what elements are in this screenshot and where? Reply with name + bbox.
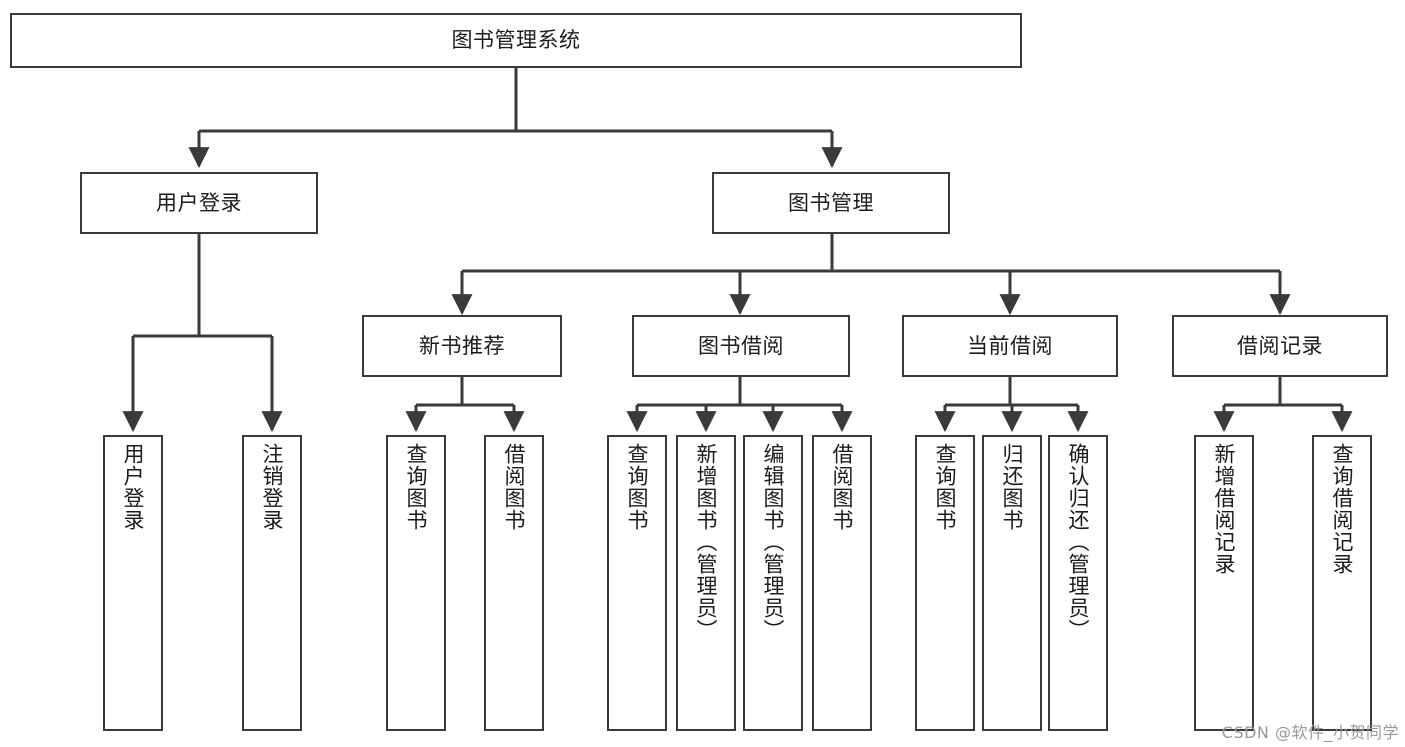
node-label: 查询图书: [933, 443, 958, 531]
leaf-add-book-admin[interactable]: 新增图书（管理员）: [676, 435, 736, 731]
node-label: 归还图书: [1000, 443, 1025, 531]
leaf-return-book[interactable]: 归还图书: [982, 435, 1042, 731]
node-label: 新书推荐: [419, 333, 505, 358]
node-label: 用户登录: [156, 190, 242, 215]
leaf-logout[interactable]: 注销登录: [242, 435, 302, 731]
node-label: 图书管理系统: [451, 28, 581, 53]
node-label: 图书管理: [788, 190, 874, 215]
node-label: 新增借阅记录: [1212, 443, 1237, 575]
node-label: 注销登录: [260, 443, 285, 531]
node-borrow-record[interactable]: 借阅记录: [1172, 315, 1388, 377]
node-label: 新增图书（管理员）: [694, 443, 719, 641]
node-label: 图书借阅: [698, 333, 784, 358]
node-label: 借阅图书: [502, 443, 527, 531]
node-label: 借阅图书: [830, 443, 855, 531]
leaf-add-borrow-record[interactable]: 新增借阅记录: [1194, 435, 1254, 731]
node-label: 编辑图书（管理员）: [761, 443, 786, 641]
leaf-user-login[interactable]: 用户登录: [103, 435, 163, 731]
node-label: 用户登录: [121, 443, 146, 531]
node-book-borrow[interactable]: 图书借阅: [632, 315, 850, 377]
leaf-edit-book-admin[interactable]: 编辑图书（管理员）: [743, 435, 803, 731]
node-current-borrow[interactable]: 当前借阅: [902, 315, 1118, 377]
leaf-borrow-book[interactable]: 借阅图书: [812, 435, 872, 731]
watermark-text: CSDN @软件_小贺同学: [1221, 723, 1399, 742]
node-label: 查询借阅记录: [1330, 443, 1355, 575]
node-label: 查询图书: [625, 443, 650, 531]
node-label: 借阅记录: [1237, 333, 1323, 358]
leaf-query-book-current[interactable]: 查询图书: [915, 435, 975, 731]
leaf-confirm-return-admin[interactable]: 确认归还（管理员）: [1048, 435, 1108, 731]
node-label: 确认归还（管理员）: [1066, 443, 1091, 641]
node-label: 查询图书: [404, 443, 429, 531]
node-book-management[interactable]: 图书管理: [712, 172, 950, 234]
node-root-system[interactable]: 图书管理系统: [10, 13, 1022, 68]
node-new-book-recommend[interactable]: 新书推荐: [362, 315, 562, 377]
node-label: 当前借阅: [967, 333, 1053, 358]
leaf-query-borrow-record[interactable]: 查询借阅记录: [1312, 435, 1372, 731]
leaf-borrow-book-recommend[interactable]: 借阅图书: [484, 435, 544, 731]
leaf-query-book-recommend[interactable]: 查询图书: [386, 435, 446, 731]
node-user-login[interactable]: 用户登录: [80, 172, 318, 234]
leaf-query-book-borrow[interactable]: 查询图书: [607, 435, 667, 731]
